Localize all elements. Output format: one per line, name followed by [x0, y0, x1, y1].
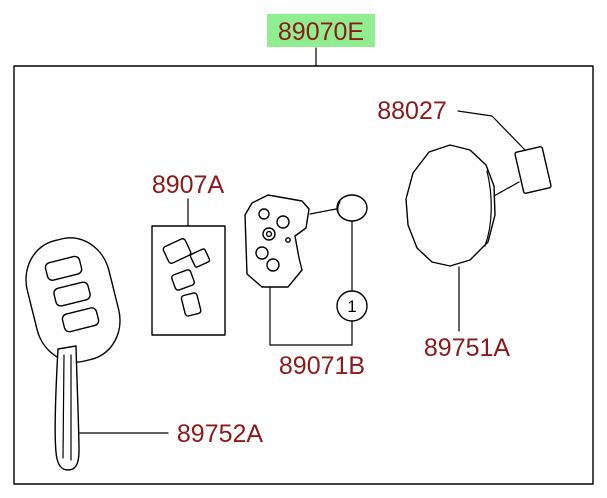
- back-cover: [405, 144, 496, 267]
- battery-link-line: [309, 208, 337, 215]
- battery: [336, 194, 368, 222]
- part-label-89751A[interactable]: 89751A: [424, 334, 511, 362]
- button-part-3: [171, 269, 195, 291]
- leader-line-88027: [457, 110, 527, 152]
- key-blade: [54, 345, 80, 471]
- module-board: [244, 194, 310, 288]
- board-contact-2: [276, 215, 290, 229]
- button-set-parts: [162, 238, 211, 317]
- part-label-89070E[interactable]: 89070E: [278, 18, 364, 46]
- key-head: [25, 237, 121, 363]
- plate-part: [514, 146, 552, 194]
- key-button-3: [61, 307, 100, 333]
- highlight-box: [267, 14, 375, 47]
- plate-link-line: [493, 181, 520, 197]
- board-contact-3-inner: [265, 230, 273, 238]
- key-blade-groove-1: [62, 354, 65, 459]
- key-button-2: [53, 281, 91, 307]
- board-callout-line: [269, 286, 353, 346]
- board-contact-4: [255, 246, 269, 260]
- part-label-89752A[interactable]: 89752A: [177, 420, 264, 448]
- board-contact-6: [285, 237, 291, 243]
- part-label-89071B[interactable]: 89071B: [279, 352, 365, 380]
- part-label-88027[interactable]: 88027: [377, 97, 447, 125]
- board-contact-1: [258, 208, 270, 220]
- battery-edge-line: [337, 201, 341, 217]
- callout-number: 1: [347, 297, 356, 316]
- part-label-8907A[interactable]: 8907A: [152, 171, 225, 199]
- button-part-4: [180, 292, 202, 317]
- button-part-1: [162, 238, 192, 264]
- board-contact-5: [266, 258, 280, 272]
- key-drawing: [25, 237, 121, 471]
- back-cover-edge-line: [484, 170, 492, 247]
- key-button-1: [44, 255, 83, 281]
- button-part-2: [189, 248, 211, 268]
